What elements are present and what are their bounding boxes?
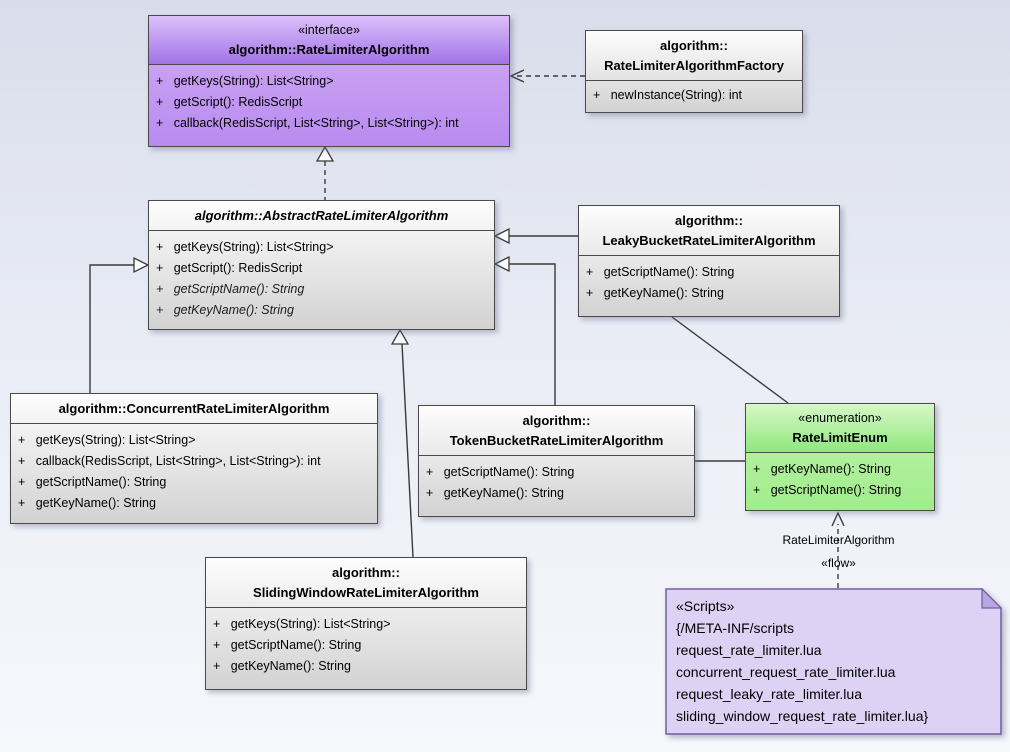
method: + callback(RedisScript, List<String>, Li… [156,116,459,130]
class-title: algorithm::AbstractRateLimiterAlgorithm [149,201,494,231]
class-name-line1: algorithm:: [522,413,591,428]
note-line: sliding_window_request_rate_limiter.lua} [676,708,929,724]
method: + callback(RedisScript, List<String>, Li… [18,454,321,468]
method: + newInstance(String): int [593,88,743,102]
method: + getKeys(String): List<String> [213,617,391,631]
class-title: algorithm:: RateLimiterAlgorithmFactory [586,31,802,81]
class-leakybucketratelimiteralgorithm[interactable]: algorithm:: LeakyBucketRateLimiterAlgori… [578,205,840,317]
edge-association-leaky-enum [671,316,789,404]
method: + getKeys(String): List<String> [156,240,334,254]
edge-flow-note-enum [831,511,845,588]
method: + getKeyName(): String [426,486,564,500]
note-shape [665,587,1003,735]
class-name-line2: LeakyBucketRateLimiterAlgorithm [602,233,816,248]
flow-target-label: RateLimiterAlgorithm [782,533,895,547]
class-name-line1: algorithm:: [660,38,728,53]
class-title: algorithm:: TokenBucketRateLimiterAlgori… [419,406,694,456]
method: + getScriptName(): String [753,483,902,497]
method: + getScriptName(): String [213,638,362,652]
note-text: «Scripts» {/META-INF/scripts request_rat… [665,588,939,734]
flow-stereotype-label: «flow» [821,556,856,570]
method-abstract: + getKeyName(): String [156,303,294,317]
class-name-line2: SlidingWindowRateLimiterAlgorithm [253,585,479,600]
class-ratelimiteralgorithm-interface[interactable]: «interface» algorithm::RateLimiterAlgori… [148,15,510,147]
class-name-line1: algorithm:: [675,213,743,228]
method-list: + getKeys(String): List<String> + getScr… [149,231,494,329]
edge-generalization-token-abstract [493,255,556,405]
edge-generalization-sliding-abstract [390,328,414,558]
method-abstract: + getScriptName(): String [156,282,305,296]
edge-realization-abstract-interface [315,145,335,200]
note-body [665,588,1002,735]
method: + getKeys(String): List<String> [156,74,334,88]
stereotype-label: «enumeration» [798,411,882,425]
note-line: request_rate_limiter.lua [676,642,822,658]
method-list: + getKeys(String): List<String> + getScr… [149,65,509,146]
class-title: «interface» algorithm::RateLimiterAlgori… [149,16,509,65]
class-title: «enumeration» RateLimitEnum [746,404,934,453]
method: + getKeyName(): String [586,286,724,300]
method: + getKeyName(): String [18,496,156,510]
method-list: + getScriptName(): String + getKeyName()… [419,456,694,516]
class-name: algorithm::RateLimiterAlgorithm [228,42,430,57]
method: + getScriptName(): String [426,465,575,479]
class-concurrentratelimiteralgorithm[interactable]: algorithm::ConcurrentRateLimiterAlgorith… [10,393,378,524]
method-list: + newInstance(String): int [586,81,802,112]
class-tokenbucketratelimiteralgorithm[interactable]: algorithm:: TokenBucketRateLimiterAlgori… [418,405,695,517]
method-list: + getKeyName(): String + getScriptName()… [746,453,934,510]
method: + getScript(): RedisScript [156,95,303,109]
class-title: algorithm::ConcurrentRateLimiterAlgorith… [11,394,377,424]
method: + getKeyName(): String [753,462,891,476]
class-abstractratelimiteralgorithm[interactable]: algorithm::AbstractRateLimiterAlgorithm … [148,200,495,330]
method: + getKeyName(): String [213,659,351,673]
method-list: + getScriptName(): String + getKeyName()… [579,256,839,316]
class-title: algorithm:: LeakyBucketRateLimiterAlgori… [579,206,839,256]
method-list: + getKeys(String): List<String> + callba… [11,424,377,523]
class-ratelimiteralgorithmfactory[interactable]: algorithm:: RateLimiterAlgorithmFactory … [585,30,803,113]
method: + getKeys(String): List<String> [18,433,196,447]
edge-generalization-concurrent-abstract [89,256,150,393]
class-ratelimitenum[interactable]: «enumeration» RateLimitEnum + getKeyName… [745,403,935,511]
class-name: algorithm::AbstractRateLimiterAlgorithm [194,208,449,223]
note-fold-corner-icon [981,587,1003,609]
note-line: concurrent_request_rate_limiter.lua [676,664,896,680]
method: + getScript(): RedisScript [156,261,303,275]
class-name-line2: RateLimiterAlgorithmFactory [604,58,784,73]
class-name-line1: algorithm:: [332,565,400,580]
method: + getScriptName(): String [586,265,735,279]
scripts-note[interactable]: «Scripts» {/META-INF/scripts request_rat… [665,587,1003,735]
edge-generalization-leaky-abstract [493,227,578,245]
note-line: «Scripts» [676,598,735,614]
edge-dependency-factory-interface [509,69,585,83]
class-name: algorithm::ConcurrentRateLimiterAlgorith… [58,401,330,416]
method: + getScriptName(): String [18,475,167,489]
note-line: request_leaky_rate_limiter.lua [676,686,862,702]
class-name: RateLimitEnum [792,430,888,445]
class-slidingwindowratelimiteralgorithm[interactable]: algorithm:: SlidingWindowRateLimiterAlgo… [205,557,527,690]
note-line: {/META-INF/scripts [676,620,794,636]
class-name-line2: TokenBucketRateLimiterAlgorithm [449,433,664,448]
class-title: algorithm:: SlidingWindowRateLimiterAlgo… [206,558,526,608]
method-list: + getKeys(String): List<String> + getScr… [206,608,526,689]
stereotype-label: «interface» [298,23,360,37]
